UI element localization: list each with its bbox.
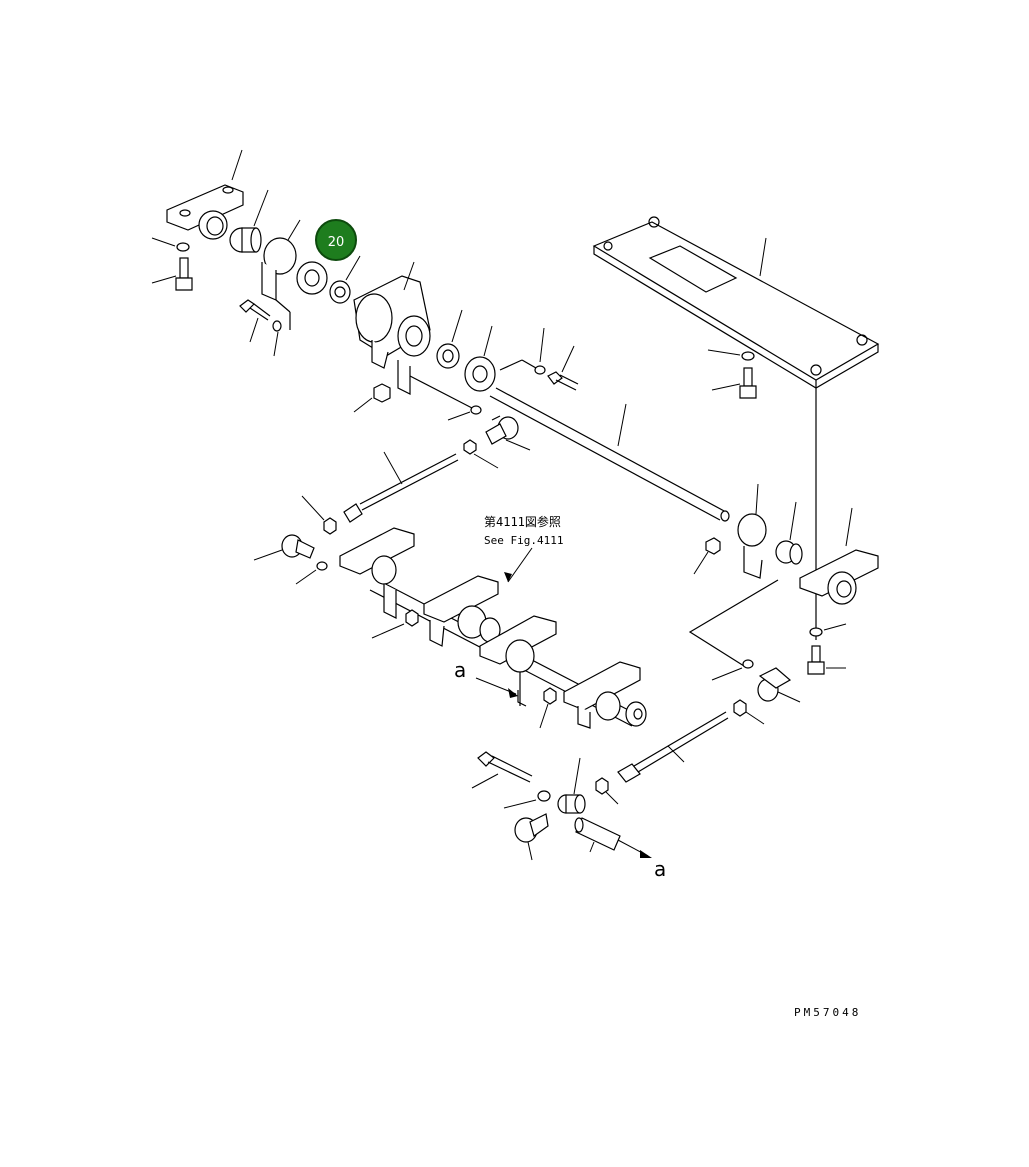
view-mark-a-right: a	[654, 857, 666, 881]
view-mark-a-left: a	[454, 658, 466, 682]
lever-housing	[353, 261, 473, 409]
bolt-upper-right	[711, 367, 757, 399]
right-bushing	[775, 501, 803, 565]
lower-clevis	[557, 757, 586, 814]
reference-note: 第4111図参照 See Fig.4111	[484, 514, 563, 583]
right-nut	[693, 537, 721, 575]
cross-shaft-assembly	[339, 527, 647, 729]
right-bearing-bracket	[799, 507, 879, 605]
right-washer-lower	[809, 623, 847, 637]
lower-rod	[617, 711, 729, 783]
ball-bearing-middle	[436, 309, 463, 369]
lower-rod-end	[514, 813, 549, 861]
left-bolt	[151, 257, 193, 291]
view-mark-right: a	[617, 839, 666, 881]
callout-label: 20	[328, 235, 345, 250]
lower-pin	[574, 817, 621, 853]
washer-lower-middle	[447, 405, 482, 421]
right-bolt-lower	[807, 645, 846, 675]
right-nut-mid	[733, 699, 765, 725]
flange-plate-20	[296, 261, 328, 295]
washer-middle	[499, 327, 546, 375]
nut-upper-rod	[463, 439, 499, 469]
upper-left-bushing	[229, 189, 269, 253]
lower-bolt	[471, 751, 533, 789]
long-shaft	[489, 387, 730, 522]
rod-end-upper	[485, 415, 531, 451]
right-washer-mid	[711, 659, 754, 681]
drawing-number: PM57048	[794, 1006, 861, 1019]
center-nut-b	[539, 687, 557, 729]
upper-left-lever	[261, 219, 301, 330]
right-lever	[737, 483, 767, 579]
flange-plate-middle	[464, 325, 496, 392]
reference-note-en: See Fig.4111	[484, 534, 563, 547]
small-bolt-left	[239, 299, 271, 343]
right-linkage-line	[688, 579, 779, 667]
lower-washer	[503, 790, 551, 809]
washer-upper-right	[707, 349, 755, 361]
upper-left-bearing-bracket	[166, 149, 244, 240]
lower-nut	[595, 777, 619, 805]
left-rod-end	[253, 534, 315, 561]
small-washer-left	[272, 320, 282, 357]
left-nut-a	[301, 495, 337, 535]
ball-bearing-upper	[329, 255, 361, 304]
left-washer	[151, 237, 190, 252]
callout-circle	[315, 219, 357, 261]
right-rod-end	[757, 667, 801, 703]
part-20-callout: 20	[315, 219, 357, 261]
left-rod	[343, 451, 459, 523]
left-washer-b	[295, 561, 328, 585]
hex-nut-housing	[353, 383, 391, 413]
bolt-middle	[547, 345, 579, 391]
mounting-plate	[592, 216, 880, 640]
view-mark-left: a	[454, 658, 527, 707]
reference-note-jp: 第4111図参照	[484, 514, 561, 529]
center-nut-a	[371, 609, 419, 639]
